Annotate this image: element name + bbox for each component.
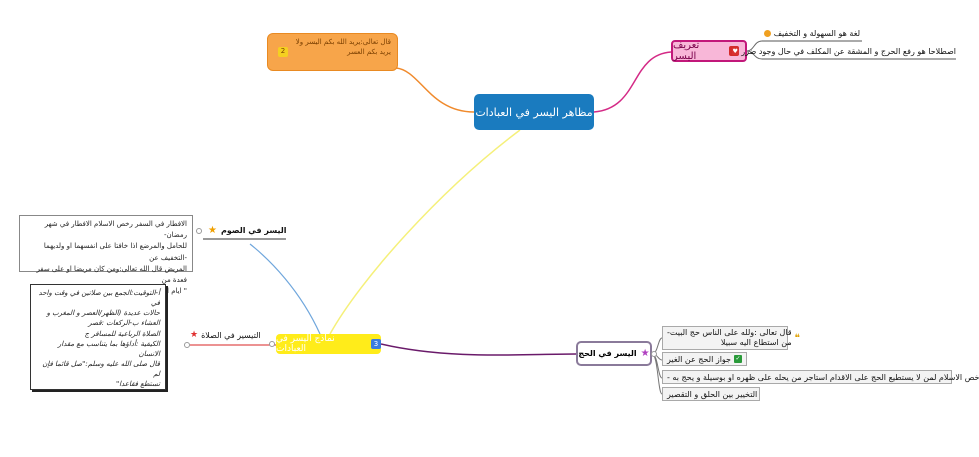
prayer-collapse-toggle[interactable]: [184, 342, 190, 348]
orange-note-text: قال تعالى:يريد الله بكم اليسر ولا يريد ب…: [295, 38, 391, 56]
hajj-item-4[interactable]: التخيير بين الحلق و التقصير: [662, 387, 760, 401]
prayer-note-line: الكيفية :أداؤها بما يتناسب مع مقدار الان…: [57, 339, 160, 358]
link-main-fasting: [249, 243, 321, 335]
hajj-label: اليسر في الحج: [578, 349, 637, 358]
priority-badge-2: 2: [278, 47, 288, 57]
hajj-item-4-text: التخيير بين الحلق و التقصير: [667, 389, 758, 399]
star-icon: ★: [190, 330, 199, 340]
fasting-label: اليسر في الصوم: [220, 226, 287, 235]
smiley-icon: [764, 30, 772, 37]
link-central-main: [329, 129, 521, 335]
link-def-bracket: [746, 40, 763, 60]
link-hajj-bracket: [651, 337, 663, 395]
prayer-note-line: أ-التوقيت:الجمع بين صلاتين في وقت واحد ف…: [38, 289, 160, 308]
star-icon: ★: [208, 225, 217, 236]
link-central-definition: [593, 51, 672, 113]
heart-icon: ♥: [731, 48, 739, 55]
prayer-note[interactable]: أ-التوقيت:الجمع بين صلاتين في وقت واحد ف…: [30, 284, 166, 390]
orange-note[interactable]: 2 قال تعالى:يريد الله بكم اليسر ولا يريد…: [267, 33, 398, 71]
hajj-item-2[interactable]: جواز الحج عن الغير ✓: [662, 352, 747, 366]
main-branch-collapse-toggle[interactable]: [269, 341, 275, 347]
hajj-node[interactable]: اليسر في الحج ★: [576, 341, 652, 366]
definition-item-1-text: لغة هو السهولة و التخفيف: [773, 29, 860, 38]
main-branch-node[interactable]: نماذج اليسر في العبادات 3: [276, 334, 381, 354]
link-main-hajj: [380, 343, 577, 356]
prayer-note-line: العشاء ب-الركعات :قصر: [88, 319, 160, 328]
fasting-note-line: للحامل والمرضع اذا خافتا على انفسهما او …: [43, 242, 187, 262]
priority-badge-3: 3: [371, 339, 381, 349]
hajj-collapse-toggle[interactable]: [651, 351, 657, 357]
definition-label: تعريف اليسر: [673, 40, 700, 62]
prayer-label: التيسير في الصلاة: [201, 330, 261, 340]
hajj-item-1-line-2: من استطاع اليه سبيلا: [720, 338, 792, 347]
hajj-item-1-line-1: قال تعالى :ولله على الناس حج البيت-: [667, 327, 792, 337]
fasting-note-line: المريض قال الله تعالى:ومن كان مريضا او ع…: [36, 264, 187, 284]
prayer-note-line: حالات عديدة (الظهر/العصر و المغرب و: [46, 309, 160, 318]
quote-icon: ❝: [794, 332, 800, 344]
fasting-node[interactable]: اليسر في الصوم ★: [208, 225, 287, 236]
star-icon: ★: [640, 348, 650, 359]
fasting-collapse-toggle[interactable]: [196, 228, 202, 234]
link-central-orange: [395, 67, 475, 113]
hajj-item-3[interactable]: رخص الاسلام لمن لا يستطيع الحج على الاقد…: [662, 370, 979, 384]
fasting-note[interactable]: الافطار في السفر رخص الاسلام الافطار في …: [19, 215, 193, 295]
prayer-note-line: الصلاة الرباعية للمسافر ج: [84, 329, 160, 338]
prayer-node[interactable]: التيسير في الصلاة ★: [190, 330, 270, 340]
central-topic-label: مظاهر اليسر في العبادات: [475, 105, 593, 119]
fasting-note-line: الافطار في السفر رخص الاسلام الافطار في …: [44, 220, 187, 240]
hajj-item-2-text: جواز الحج عن الغير: [667, 354, 731, 364]
hajj-item-3-text: رخص الاسلام لمن لا يستطيع الحج على الاقد…: [667, 372, 979, 382]
hajj-item-1[interactable]: قال تعالى :ولله على الناس حج البيت- من ا…: [662, 326, 800, 350]
prayer-note-line: قال صلى الله عليه وسلم:"صل قائما فإن لم: [42, 359, 160, 379]
main-branch-label: نماذج اليسر في العبادات: [276, 334, 335, 354]
definition-item-2[interactable]: اصطلاحا هو رفع الحرج و المشقة عن المكلف …: [731, 47, 956, 56]
definition-item-2-text: اصطلاحا هو رفع الحرج و المشقة عن المكلف …: [741, 47, 956, 56]
check-icon: ✓: [734, 355, 742, 363]
prayer-note-line: تستطع فقاعدا": [115, 380, 160, 389]
fasting-note-line: " ايام اخر: [158, 287, 187, 296]
central-topic[interactable]: مظاهر اليسر في العبادات: [474, 94, 594, 130]
definition-item-1[interactable]: لغة هو السهولة و التخفيف: [764, 29, 860, 38]
